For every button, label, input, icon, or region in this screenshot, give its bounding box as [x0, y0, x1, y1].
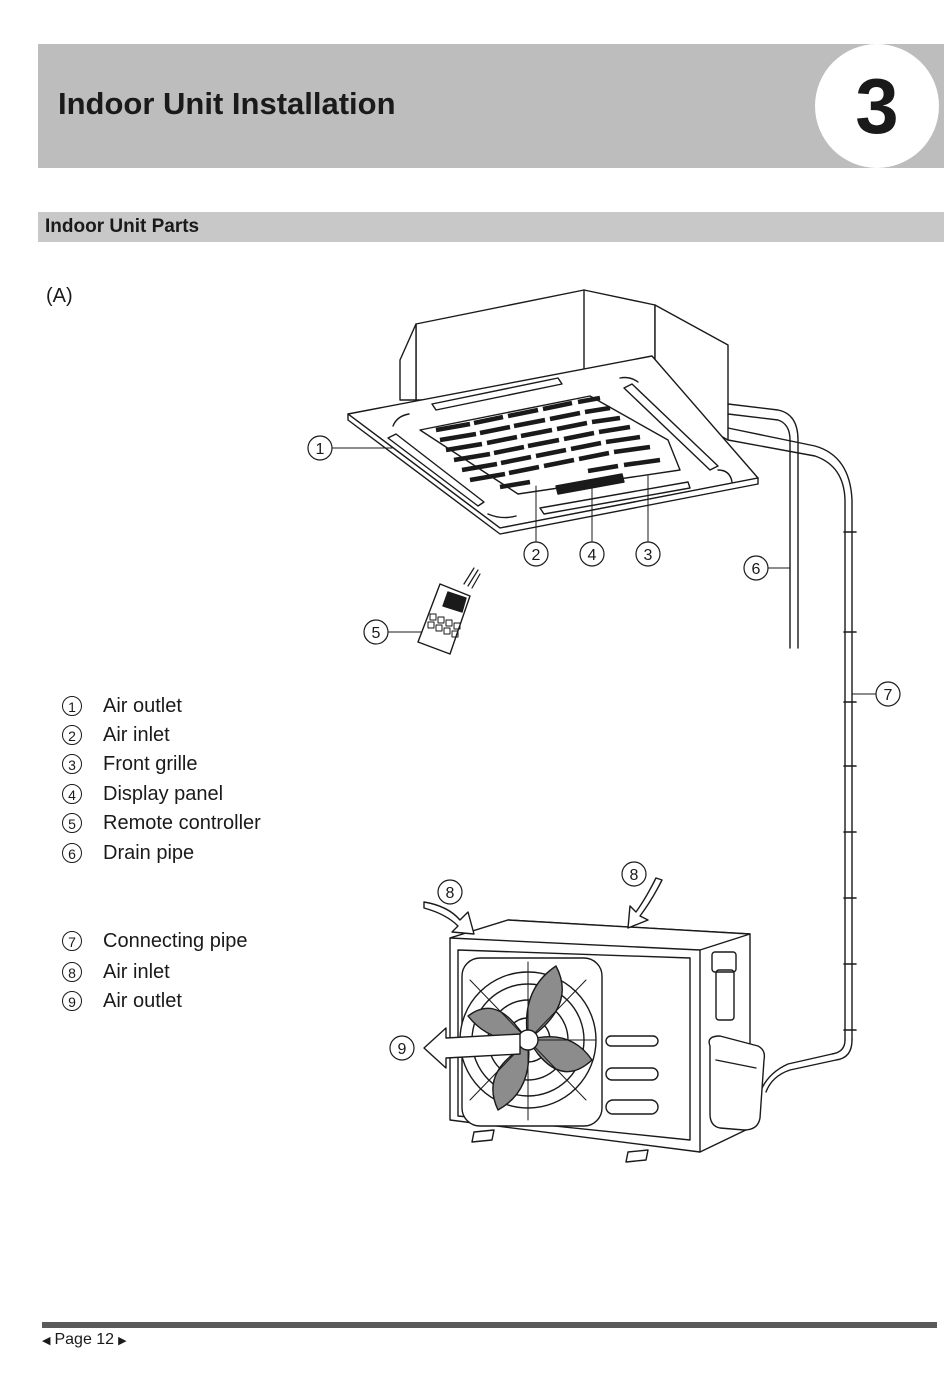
outdoor-unit	[449, 919, 766, 1163]
legend-number: 9	[62, 991, 82, 1011]
legend-number: 3	[62, 754, 82, 774]
callout-number: 3	[644, 547, 653, 564]
legend-number: 6	[62, 843, 82, 863]
legend-number: 5	[62, 813, 82, 833]
legend-number: 4	[62, 784, 82, 804]
legend-item: 8 Air inlet	[62, 959, 170, 985]
triangle-left-icon: ◀	[42, 1334, 51, 1347]
legend-number: 1	[62, 696, 82, 716]
footer-rule	[42, 1322, 937, 1328]
ac-unit-diagram: 1 2 4 3 6 5 7 8 8 9	[307, 289, 901, 1163]
legend-label: Display panel	[103, 783, 224, 805]
cassette-indoor-unit	[347, 289, 759, 535]
callout-number: 9	[398, 1041, 407, 1058]
legend-item: 1 Air outlet	[62, 693, 182, 719]
legend-label: Air inlet	[103, 724, 170, 746]
legend-label: Air inlet	[103, 961, 170, 983]
leader-lines	[331, 447, 877, 695]
legend-item: 2 Air inlet	[62, 722, 170, 748]
legend-item: 7 Connecting pipe	[62, 928, 248, 954]
legend-number: 7	[62, 931, 82, 951]
legend-item: 6 Drain pipe	[62, 840, 194, 866]
section-title: Indoor Unit Parts	[45, 216, 200, 237]
remote-controller	[417, 567, 481, 655]
chapter-header-band	[38, 44, 944, 168]
callout-number: 6	[752, 561, 761, 578]
legend-label: Remote controller	[103, 812, 261, 834]
callout-number: 7	[884, 687, 893, 704]
callout-number: 8	[446, 885, 455, 902]
page-indicator: ◀ Page 12 ▶	[42, 1331, 127, 1349]
legend-item: 3 Front grille	[62, 751, 197, 777]
legend-label: Connecting pipe	[103, 930, 248, 952]
chapter-number: 3	[855, 62, 899, 150]
callout-number: 2	[532, 547, 541, 564]
legend-number: 8	[62, 962, 82, 982]
piping	[727, 403, 857, 1093]
legend-item: 5 Remote controller	[62, 810, 261, 836]
page-number: Page 12	[54, 1331, 115, 1348]
chapter-badge	[815, 44, 939, 168]
triangle-right-icon: ▶	[118, 1334, 127, 1347]
figure-label: (A)	[46, 285, 73, 307]
legend-number: 2	[62, 725, 82, 745]
section-header-band	[38, 212, 944, 242]
legend-label: Drain pipe	[103, 842, 195, 864]
callout-numbers: 1 2 4 3 6 5 7 8 8 9	[316, 441, 893, 1058]
page-title: Indoor Unit Installation	[58, 86, 396, 121]
legend-label: Air outlet	[103, 695, 182, 717]
callout-markers	[307, 435, 901, 1061]
airflow-arrows	[423, 877, 663, 1069]
callout-number: 1	[316, 441, 325, 458]
callout-number: 5	[372, 625, 381, 642]
legend-item: 4 Display panel	[62, 781, 223, 807]
callout-number: 4	[588, 547, 597, 564]
legend-label: Front grille	[103, 753, 198, 775]
callout-number: 8	[630, 867, 639, 884]
legend-item: 9 Air outlet	[62, 988, 182, 1014]
legend-label: Air outlet	[103, 990, 182, 1012]
